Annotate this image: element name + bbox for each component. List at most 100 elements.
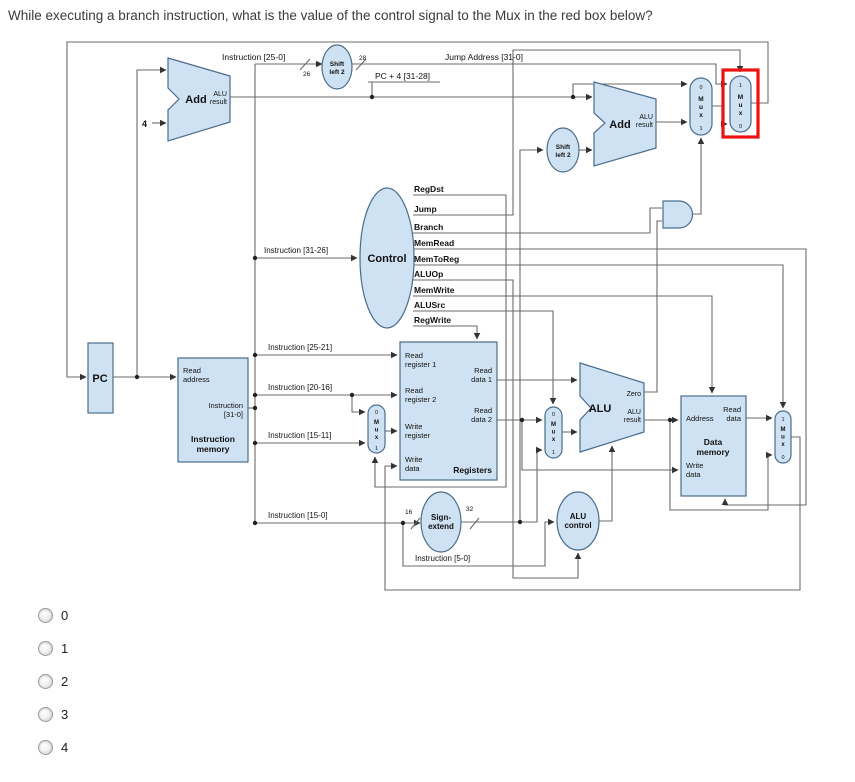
instr-15-0-label: Instruction [15-0] bbox=[268, 511, 328, 520]
wire-signext-out bbox=[460, 446, 543, 523]
pc-register bbox=[87, 342, 114, 414]
option-row-1[interactable]: 1 bbox=[38, 640, 68, 657]
alusrc-signal: ALUSrc bbox=[414, 300, 445, 310]
alusrc-mux-0: 0 bbox=[552, 412, 555, 418]
alusrc-mux bbox=[544, 406, 563, 459]
slash-28 bbox=[355, 58, 367, 71]
radio-option-2[interactable] bbox=[38, 674, 53, 689]
register-file bbox=[399, 341, 498, 481]
option-row-0[interactable]: 0 bbox=[38, 607, 68, 624]
data-memory bbox=[680, 395, 747, 497]
shift-left-2-branch bbox=[546, 127, 580, 173]
memtoreg-signal: MemToReg bbox=[414, 254, 459, 264]
instr-5-0-label: Instruction [5-0] bbox=[415, 554, 470, 563]
address-label: Address bbox=[686, 414, 714, 423]
wire-pc4-to-branchmux bbox=[572, 80, 688, 97]
wire-branch bbox=[413, 207, 662, 234]
wire-pc-feedback bbox=[66, 41, 769, 381]
option-label-1: 1 bbox=[61, 641, 69, 656]
instr-31-26-label: Instruction [31-26] bbox=[264, 246, 328, 255]
wire-jump bbox=[413, 49, 744, 216]
branch-and-gate bbox=[662, 200, 694, 229]
memread-signal: MemRead bbox=[414, 238, 454, 248]
memtoreg-mux-1: 1 bbox=[781, 417, 784, 423]
junction-dots bbox=[134, 94, 673, 526]
wire-zero bbox=[644, 220, 662, 393]
wire-memtoreg bbox=[413, 264, 787, 409]
option-row-4[interactable]: 4 bbox=[38, 739, 68, 756]
slash-32 bbox=[469, 517, 480, 530]
wire-and-out bbox=[693, 137, 705, 215]
const4-label: 4 bbox=[142, 119, 147, 129]
branch-signal: Branch bbox=[414, 222, 443, 232]
jump-signal: Jump bbox=[414, 204, 437, 214]
instr-15-11-label: Instruction [15-11] bbox=[268, 431, 331, 440]
wire-aluop bbox=[413, 279, 582, 579]
wire-instr-5-0 bbox=[402, 518, 555, 567]
wire-alucontrol-out bbox=[599, 445, 616, 522]
option-label-2: 2 bbox=[61, 674, 69, 689]
wire-signext-to-shift2 bbox=[519, 146, 544, 522]
control-unit bbox=[359, 187, 415, 329]
add-label-2: Add bbox=[609, 119, 630, 131]
memtoreg-mux bbox=[774, 410, 792, 464]
alu-control-unit bbox=[556, 491, 600, 551]
memwrite-signal: MemWrite bbox=[414, 285, 455, 295]
wire-aluresult-to-mux bbox=[669, 420, 773, 511]
wire-branchmux-to-jumpmux bbox=[712, 105, 728, 128]
radio-option-1[interactable] bbox=[38, 641, 53, 656]
regdst-signal: RegDst bbox=[414, 184, 444, 194]
option-label-3: 3 bbox=[61, 707, 69, 722]
radio-option-3[interactable] bbox=[38, 707, 53, 722]
bit16-label: 16 bbox=[405, 509, 413, 516]
jump-mux-0: 0 bbox=[739, 124, 742, 130]
alusrc-mux-1: 1 bbox=[552, 450, 555, 456]
radio-option-4[interactable] bbox=[38, 740, 53, 755]
option-row-3[interactable]: 3 bbox=[38, 706, 68, 723]
radio-option-0[interactable] bbox=[38, 608, 53, 623]
jump-address-label: Jump Address [31-0] bbox=[445, 52, 523, 62]
slash-26 bbox=[299, 58, 311, 71]
instr-20-16-label: Instruction [20-16] bbox=[268, 383, 332, 392]
bit28-label: 28 bbox=[359, 55, 367, 62]
bit26-label: 26 bbox=[303, 71, 311, 78]
option-row-2[interactable]: 2 bbox=[38, 673, 68, 690]
alu-unit bbox=[579, 362, 645, 453]
wire-writeback bbox=[384, 436, 801, 591]
pc-plus4-adder bbox=[167, 57, 231, 142]
red-highlight-box bbox=[721, 68, 760, 139]
pc-label: PC bbox=[92, 373, 107, 385]
branch-mux bbox=[689, 77, 713, 136]
instruction-31-0-label: Instruction[31-0] bbox=[208, 401, 243, 419]
regdst-mux-0: 0 bbox=[375, 410, 378, 416]
regwrite-signal: RegWrite bbox=[414, 315, 451, 325]
wire-pc-to-add4 bbox=[136, 66, 167, 377]
pc-plus4-label: PC + 4 [31-28] bbox=[375, 71, 430, 81]
wire-memwrite bbox=[413, 295, 716, 394]
branch-adder bbox=[593, 81, 657, 167]
add-label-1: Add bbox=[185, 94, 206, 106]
slash-16 bbox=[410, 517, 421, 530]
shift-left-2-jump bbox=[321, 44, 353, 90]
option-label-4: 4 bbox=[61, 740, 69, 755]
instruction-memory bbox=[177, 357, 249, 463]
aluop-signal: ALUOp bbox=[414, 269, 443, 279]
